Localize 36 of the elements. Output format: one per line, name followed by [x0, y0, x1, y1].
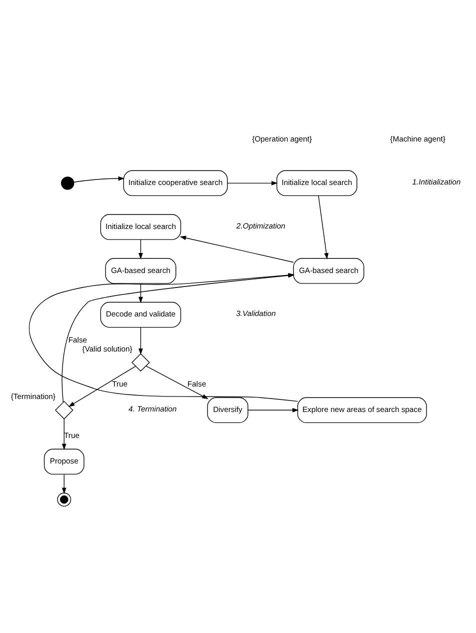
node-box: Initialize cooperative search [123, 170, 228, 196]
node-box: Diversify [207, 397, 248, 424]
node-box: Propose [44, 448, 84, 475]
arrow [318, 196, 329, 260]
arrow [138, 239, 143, 260]
edge-label: False [187, 379, 206, 388]
node-box: Initialize local search [276, 170, 358, 196]
node-label: {Termination} [10, 392, 56, 402]
label: {Machine agent} [390, 134, 446, 144]
arrow [68, 366, 136, 407]
arrow [138, 283, 143, 304]
node-box: Explore new areas of search space [297, 397, 427, 424]
edge-label: True [112, 379, 128, 388]
arrow [180, 236, 294, 263]
node-circle [61, 176, 74, 190]
node-box: GA-based search [105, 258, 176, 284]
node-circle [57, 492, 72, 507]
label: {Operation agent} [252, 134, 312, 144]
arrow [248, 408, 299, 412]
arrow [227, 180, 278, 186]
node-box: Initialize local search [100, 214, 182, 240]
arrow [62, 474, 66, 494]
arrow [74, 176, 125, 182]
label: 4. Termination [128, 404, 177, 414]
node-label: {Valid solution} [82, 344, 132, 354]
node-diamond [132, 353, 150, 372]
label: 3.Validation [236, 309, 276, 318]
node-box: Decode and validate [100, 302, 182, 328]
arrow [146, 366, 208, 400]
label: 1.Intitialization [412, 177, 461, 186]
node-box: GA-based search [293, 258, 364, 284]
edge-label: False [68, 335, 88, 344]
label: 2.Optimization [236, 221, 286, 230]
node-diamond [54, 400, 74, 420]
arrow [62, 418, 66, 450]
arrow [138, 327, 143, 355]
